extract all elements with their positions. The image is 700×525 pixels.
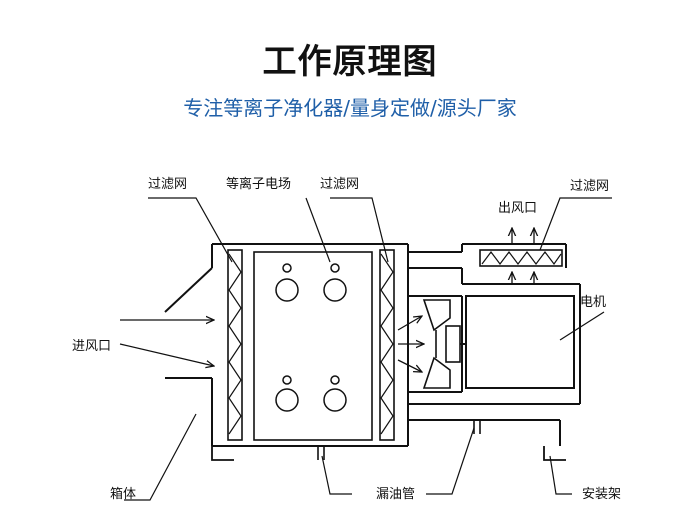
cabinet-feet: [211, 446, 566, 461]
outlet-filter-zigzag: [481, 251, 562, 266]
label-inlet-filter: 过滤网: [148, 177, 187, 192]
fan-housing: [408, 283, 581, 446]
label-cabinet: 箱体: [110, 486, 136, 502]
plasma-electrodes: [275, 263, 347, 412]
leader-lines: [124, 197, 612, 501]
inlet-filter-zigzag: [228, 253, 242, 435]
plasma-field-plate: [253, 251, 373, 441]
label-plasma-field: 等离子电场: [226, 176, 291, 192]
motor-shaft: [445, 325, 461, 363]
outlet-duct: [408, 243, 567, 285]
inlet-filter: [227, 249, 243, 441]
label-motor: 电机: [580, 295, 606, 310]
outlet-side-filter: [379, 249, 395, 441]
label-outlet-filter: 过滤网: [570, 179, 609, 194]
motor-body: [465, 295, 575, 389]
airflow-arrows: [119, 228, 534, 372]
outlet-side-filter-zigzag: [380, 253, 394, 435]
outlet-filter: [479, 249, 563, 267]
label-outlet: 出风口: [498, 201, 537, 216]
label-outlet-side-filter: 过滤网: [320, 177, 359, 192]
page-subtitle: 专注等离子净化器/量身定做/源头厂家: [183, 96, 517, 120]
page-title: 工作原理图: [262, 42, 438, 82]
label-inlet: 进风口: [72, 339, 111, 354]
oil-drain-pipes: [317, 420, 481, 460]
fan-blades: [422, 299, 451, 389]
label-oil-drain: 漏油管: [376, 486, 415, 502]
label-mount: 安装架: [582, 487, 621, 502]
cabinet-body: [164, 243, 409, 447]
